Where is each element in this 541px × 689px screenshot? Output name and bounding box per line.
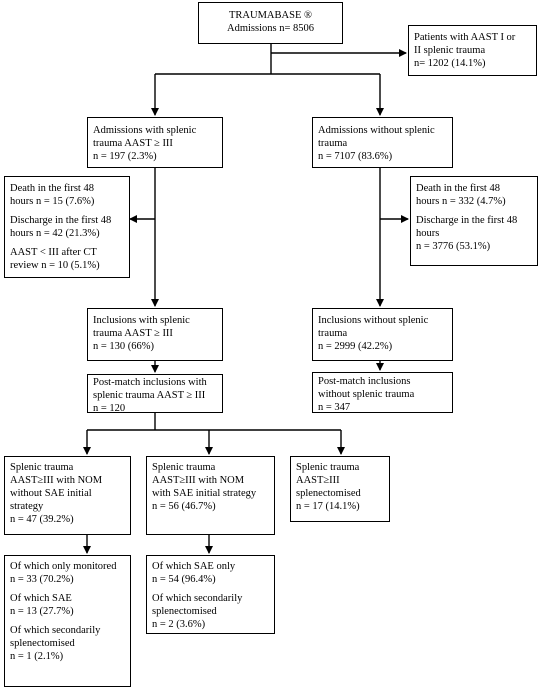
inclusions-nonsplenic-box: Inclusions without splenic trauma n = 29…	[312, 308, 453, 361]
sub-sae-splenectomised: Of which secondarily splenectomised n = …	[152, 592, 269, 631]
excl-left-discharge: Discharge in the first 48 hours n = 42 (…	[10, 214, 124, 240]
splenic-adm-line-1: Admissions with splenic	[93, 125, 197, 136]
splenectomised-line-3: splenectomised	[296, 488, 361, 499]
nom-nosae-line-1: Splenic trauma	[10, 462, 74, 473]
aast-low-box: Patients with AAST I or II splenic traum…	[408, 25, 537, 76]
sub-nosae-monitored: Of which only monitored n = 33 (70.2%)	[10, 560, 125, 586]
sub-sae-splen-l2: splenectomised	[152, 606, 217, 617]
exclusions-right-box: Death in the first 48 hours n = 332 (4.7…	[410, 176, 538, 266]
splenectomised-line-2: AAST≥III	[296, 475, 340, 486]
excl-right-death-l1: Death in the first 48	[416, 183, 500, 194]
postmatch-nonsplenic-box: Post-match inclusions without splenic tr…	[312, 372, 453, 413]
excl-left-aast-l2: review n = 10 (5.1%)	[10, 260, 100, 271]
sub-nosae-sae-l2: n = 13 (27.7%)	[10, 606, 74, 617]
excl-left-aast-l1: AAST < III after CT	[10, 247, 97, 258]
excl-left-death: Death in the first 48 hours n = 15 (7.6%…	[10, 182, 124, 208]
nonsplenic-adm-line-3: n = 7107 (83.6%)	[318, 151, 393, 162]
nonsplenic-admissions-box: Admissions without splenic trauma n = 71…	[312, 117, 453, 168]
aast-low-line-3: n= 1202 (14.1%)	[414, 58, 486, 69]
excl-right-death-l2: hours n = 332 (4.7%)	[416, 196, 506, 207]
incl-nonsplenic-line-2: trauma	[318, 328, 348, 339]
nom-sae-line-4: n = 56 (46.7%)	[152, 501, 216, 512]
traumabase-line-1: TRAUMABASE ®	[229, 10, 312, 21]
nom-nosae-line-3: without SAE initial	[10, 488, 92, 499]
excl-left-aast: AAST < III after CT review n = 10 (5.1%)	[10, 246, 124, 272]
sub-nosae-splen-l3: n = 1 (2.1%)	[10, 651, 64, 662]
sub-sae-only-l1: Of which SAE only	[152, 561, 236, 572]
splenectomised-line-1: Splenic trauma	[296, 462, 360, 473]
pm-nonsplenic-line-2: without splenic trauma	[318, 389, 415, 400]
incl-splenic-line-3: n = 130 (66%)	[93, 341, 155, 352]
sub-sae-splen-l3: n = 2 (3.6%)	[152, 619, 206, 630]
nom-sae-line-3: with SAE initial strategy	[152, 488, 257, 499]
sub-sae-only-l2: n = 54 (96.4%)	[152, 574, 216, 585]
sub-without-sae-box: Of which only monitored n = 33 (70.2%) O…	[4, 555, 131, 687]
incl-splenic-line-1: Inclusions with splenic	[93, 315, 190, 326]
incl-nonsplenic-line-3: n = 2999 (42.2%)	[318, 341, 393, 352]
pm-splenic-line-1: Post-match inclusions with	[93, 377, 207, 388]
aast-low-line-2: II splenic trauma	[414, 45, 486, 56]
excl-right-death: Death in the first 48 hours n = 332 (4.7…	[416, 182, 532, 208]
excl-left-death-l1: Death in the first 48	[10, 183, 94, 194]
nom-nosae-line-2: AAST≥III with NOM	[10, 475, 103, 486]
sub-nosae-sae: Of which SAE n = 13 (27.7%)	[10, 592, 125, 618]
postmatch-splenic-box: Post-match inclusions with splenic traum…	[87, 374, 223, 414]
pm-splenic-line-3: n = 120	[93, 403, 126, 414]
nom-sae-line-1: Splenic trauma	[152, 462, 216, 473]
excl-right-discharge-l3: n = 3776 (53.1%)	[416, 241, 491, 252]
excl-right-discharge-l1: Discharge in the first 48	[416, 215, 518, 226]
traumabase-line-2: Admissions n= 8506	[226, 23, 314, 34]
excl-left-death-l2: hours n = 15 (7.6%)	[10, 196, 95, 207]
nom-without-sae-box: Splenic trauma AAST≥III with NOM without…	[4, 456, 131, 535]
sub-nosae-monitored-l2: n = 33 (70.2%)	[10, 574, 74, 585]
pm-splenic-line-2: splenic trauma AAST ≥ III	[93, 390, 206, 401]
excl-left-discharge-l1: Discharge in the first 48	[10, 215, 112, 226]
incl-nonsplenic-line-1: Inclusions without splenic	[318, 315, 429, 326]
splenectomised-box: Splenic trauma AAST≥III splenectomised n…	[290, 456, 390, 522]
splenic-adm-line-2: trauma AAST ≥ III	[93, 138, 173, 149]
excl-left-discharge-l2: hours n = 42 (21.3%)	[10, 228, 100, 239]
nonsplenic-adm-line-2: trauma	[318, 138, 348, 149]
sub-sae-splen-l1: Of which secondarily	[152, 593, 243, 604]
nonsplenic-adm-line-1: Admissions without splenic	[318, 125, 435, 136]
sub-sae-only: Of which SAE only n = 54 (96.4%)	[152, 560, 269, 586]
pm-nonsplenic-line-1: Post-match inclusions	[318, 376, 411, 387]
nom-nosae-line-5: n = 47 (39.2%)	[10, 514, 74, 525]
traumabase-box: TRAUMABASE ® Admissions n= 8506	[198, 2, 343, 44]
splenic-admissions-box: Admissions with splenic trauma AAST ≥ II…	[87, 117, 223, 168]
excl-right-discharge: Discharge in the first 48 hours n = 3776…	[416, 214, 532, 253]
sub-nosae-sae-l1: Of which SAE	[10, 593, 72, 604]
sub-nosae-monitored-l1: Of which only monitored	[10, 561, 117, 572]
sub-nosae-splen-l2: splenectomised	[10, 638, 75, 649]
excl-right-discharge-l2: hours	[416, 228, 440, 239]
splenic-adm-line-3: n = 197 (2.3%)	[93, 151, 157, 162]
exclusions-left-box: Death in the first 48 hours n = 15 (7.6%…	[4, 176, 130, 278]
pm-nonsplenic-line-3: n = 347	[318, 402, 351, 413]
incl-splenic-line-2: trauma AAST ≥ III	[93, 328, 173, 339]
nom-sae-line-2: AAST≥III with NOM	[152, 475, 245, 486]
aast-low-line-1: Patients with AAST I or	[414, 32, 516, 43]
sub-nosae-splenectomised: Of which secondarily splenectomised n = …	[10, 624, 125, 663]
sub-with-sae-box: Of which SAE only n = 54 (96.4%) Of whic…	[146, 555, 275, 634]
nom-nosae-line-4: strategy	[10, 501, 44, 512]
sub-nosae-splen-l1: Of which secondarily	[10, 625, 101, 636]
inclusions-splenic-box: Inclusions with splenic trauma AAST ≥ II…	[87, 308, 223, 361]
splenectomised-line-4: n = 17 (14.1%)	[296, 501, 360, 512]
nom-with-sae-box: Splenic trauma AAST≥III with NOM with SA…	[146, 456, 275, 535]
